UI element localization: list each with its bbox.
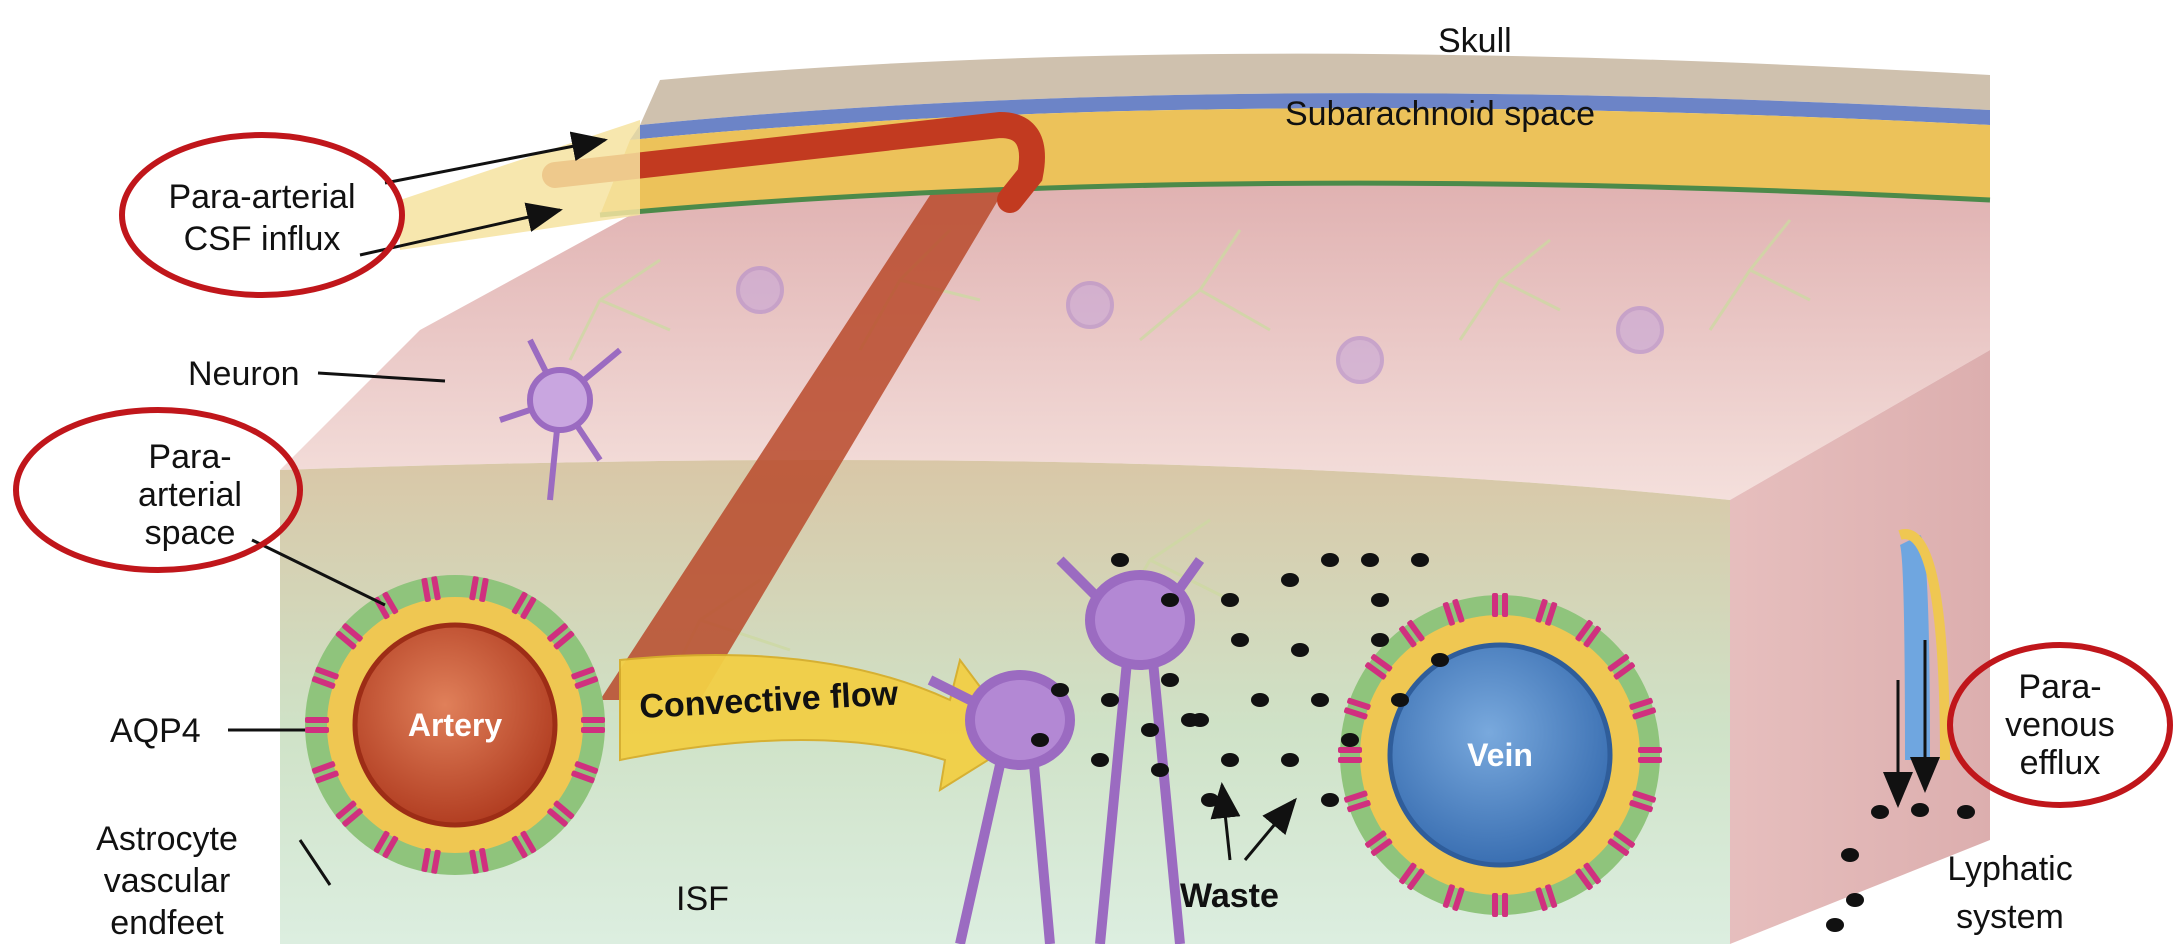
lymphatic-label-1: Lyphatic — [1947, 850, 2072, 888]
aqp4-channel — [1492, 893, 1498, 917]
waste-particle — [1161, 593, 1179, 607]
waste-particle — [1361, 553, 1379, 567]
waste-particle — [1231, 633, 1249, 647]
para-venous-label-3: efflux — [2020, 744, 2101, 782]
skull-label: Skull — [1438, 22, 1512, 60]
aqp4-channel — [1338, 757, 1362, 763]
waste-particle — [1281, 753, 1299, 767]
aqp4-label: AQP4 — [110, 712, 201, 750]
waste-particle — [1431, 653, 1449, 667]
para-arterial-influx-label-2: CSF influx — [184, 220, 341, 258]
astrocyte-label-2: vascular — [104, 862, 231, 900]
para-arterial-space-label-1: Para- — [148, 438, 231, 476]
waste-particle — [1221, 593, 1239, 607]
waste-particle — [1291, 643, 1309, 657]
aqp4-channel — [1492, 593, 1498, 617]
waste-particle — [1311, 693, 1329, 707]
para-venous-label-1: Para- — [2018, 668, 2101, 706]
aqp4-channel — [305, 727, 329, 733]
waste-particle — [1091, 753, 1109, 767]
aqp4-channel — [1502, 593, 1508, 617]
astrocyte-label-1: Astrocyte — [96, 820, 238, 858]
lymphatic-label-2: system — [1956, 898, 2064, 936]
para-venous-label-2: venous — [2005, 706, 2115, 744]
waste-particle — [1031, 733, 1049, 747]
aqp4-channel — [581, 727, 605, 733]
waste-label: Waste — [1180, 877, 1279, 915]
para-arterial-space-label-2: arterial — [138, 476, 242, 514]
waste-particle — [1181, 713, 1199, 727]
aqp4-channel — [1638, 747, 1662, 753]
para-arterial-space-label-3: space — [145, 514, 236, 552]
waste-particle — [1101, 693, 1119, 707]
artery-label: Artery — [408, 707, 502, 743]
waste-particle — [1151, 763, 1169, 777]
waste-particle — [1371, 633, 1389, 647]
para-arterial-influx-label-1: Para-arterial — [168, 178, 355, 216]
waste-particle — [1321, 553, 1339, 567]
aqp4-channel — [1338, 747, 1362, 753]
waste-particle — [1251, 693, 1269, 707]
waste-particle — [1051, 683, 1069, 697]
waste-particle — [1201, 793, 1219, 807]
waste-particle — [1321, 793, 1339, 807]
waste-particle — [1341, 733, 1359, 747]
waste-particle — [1221, 753, 1239, 767]
waste-particle — [1371, 593, 1389, 607]
aqp4-channel — [305, 717, 329, 723]
waste-particle — [1111, 553, 1129, 567]
vein-label: Vein — [1467, 737, 1533, 773]
waste-particle — [1281, 573, 1299, 587]
waste-particle — [1411, 553, 1429, 567]
waste-particle — [1391, 693, 1409, 707]
aqp4-channel — [581, 717, 605, 723]
waste-particle — [1141, 723, 1159, 737]
neuron-label: Neuron — [188, 355, 300, 393]
aqp4-channel — [1502, 893, 1508, 917]
aqp4-channel — [1638, 757, 1662, 763]
astrocyte-label-3: endfeet — [110, 904, 224, 942]
subarachnoid-label: Subarachnoid space — [1285, 95, 1595, 133]
waste-particle — [1161, 673, 1179, 687]
isf-label: ISF — [676, 880, 729, 918]
